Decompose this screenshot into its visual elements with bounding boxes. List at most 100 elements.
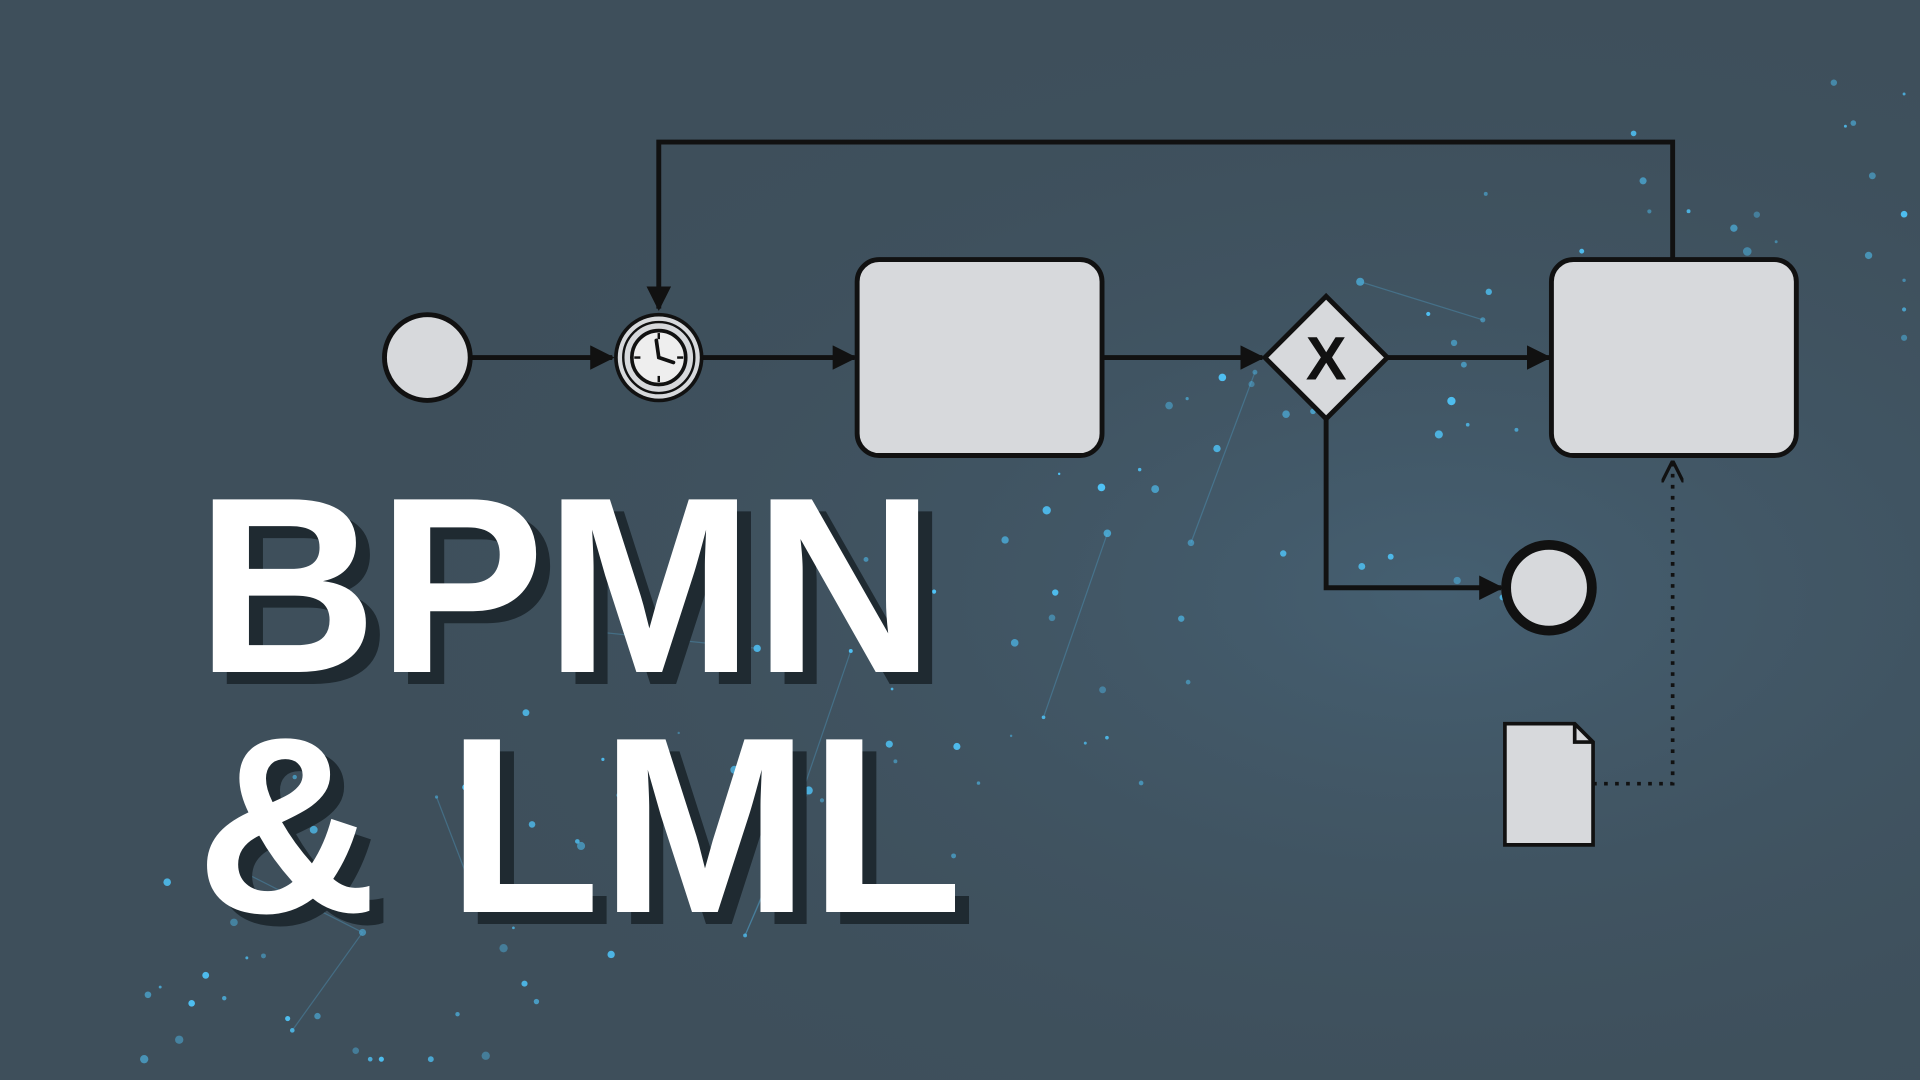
particle-dot (522, 709, 530, 717)
particle-dot (528, 821, 536, 828)
particle-dot (261, 953, 266, 959)
particle-dot (858, 586, 863, 591)
particle-dot (1248, 381, 1255, 388)
particle-dot (677, 731, 680, 735)
particle-dot (499, 943, 508, 953)
particle-dot (1097, 483, 1106, 492)
particle-dot (1387, 553, 1394, 560)
particle-dot (577, 841, 586, 851)
particle-dot (434, 795, 439, 799)
particle-dot (352, 1047, 360, 1055)
exclusive-gateway: X (1261, 292, 1391, 423)
particle-dot (1774, 240, 1778, 244)
particle-dot (297, 872, 304, 879)
particle-dot (640, 862, 649, 870)
particle-dot (1902, 307, 1907, 312)
particle-dot (1900, 210, 1908, 218)
particle-dot (575, 839, 580, 844)
particle-dot (890, 687, 894, 691)
particle-dot (1178, 615, 1185, 622)
particle-dot (1450, 339, 1458, 347)
particle-dot (672, 827, 681, 836)
particle-dot (512, 926, 515, 930)
particle-dot (230, 918, 238, 927)
particle-dot (245, 956, 249, 960)
particle-dot (222, 995, 227, 1001)
particle-dot (1218, 373, 1227, 382)
particle-dot (753, 644, 761, 653)
particle-dot (803, 521, 807, 525)
particle-dot (1453, 576, 1461, 585)
particle-dot (1048, 614, 1056, 622)
particle-dot (1052, 589, 1059, 596)
particle-dot (743, 933, 748, 938)
particle-dot (925, 669, 931, 675)
particle-dot (1426, 311, 1431, 317)
particle-link (224, 862, 363, 933)
particle-dot (1057, 472, 1061, 476)
particle-dot (1864, 251, 1873, 260)
particle-dot (1730, 224, 1738, 232)
end-event (1501, 540, 1597, 636)
particle-dot (1151, 485, 1160, 493)
particle-dot (785, 827, 793, 836)
particle-dot (455, 1011, 460, 1017)
particle-dot (1830, 79, 1838, 86)
particle-dot (1868, 172, 1876, 180)
particle-dot (1213, 444, 1221, 453)
particle-dot (1901, 334, 1908, 341)
start-event (382, 312, 473, 403)
task-1 (854, 257, 1105, 458)
particle-dot (474, 899, 479, 904)
title-line1: BPMN (196, 446, 936, 726)
particle-dot (1514, 427, 1519, 432)
particle-dot (1483, 191, 1488, 196)
particle-dot (309, 825, 318, 834)
particle-dot (378, 1056, 384, 1062)
particle-dot (1009, 734, 1013, 738)
particle-dot (462, 784, 469, 791)
particle-dot (1465, 422, 1470, 427)
particle-dot (607, 950, 615, 959)
particle-dot (1902, 278, 1906, 283)
particle-dot (1630, 130, 1637, 137)
particle-dot (1103, 529, 1112, 538)
particle-dot (1137, 467, 1142, 472)
particle-dot (601, 757, 605, 761)
particle-dot (1356, 277, 1365, 286)
particle-dot (1647, 209, 1652, 214)
particle-dot (427, 1056, 434, 1063)
particle-dot (1185, 679, 1191, 685)
particle-dot (668, 789, 673, 794)
particle-dot (863, 556, 869, 562)
particle-dot (573, 626, 580, 633)
particle-dot (292, 774, 297, 780)
particle-dot (931, 589, 937, 594)
particle-link (435, 796, 478, 902)
timer-event (614, 312, 704, 403)
particle-dot (1105, 735, 1109, 740)
particle-dot (1447, 396, 1456, 406)
particle-dot (1480, 317, 1486, 323)
clock-icon (630, 328, 688, 387)
particle-link (291, 932, 364, 1031)
particle-dot (804, 786, 813, 795)
particle-dot (660, 808, 668, 816)
particle-link (1190, 372, 1256, 544)
particle-dot (885, 740, 893, 748)
particle-dot (951, 853, 957, 859)
particle-link (744, 790, 810, 936)
particle-dot (481, 1051, 490, 1060)
particle-link (781, 790, 810, 827)
particle-dot (1280, 550, 1287, 557)
particle-dot (819, 798, 825, 803)
particle-link (1360, 281, 1483, 321)
particle-dot (358, 928, 367, 936)
particle-dot (175, 1035, 184, 1044)
particle-link (744, 830, 790, 936)
particle-dot (1187, 539, 1195, 547)
particle-dot (1041, 715, 1046, 720)
particle-dot (140, 1055, 149, 1064)
flow-gateway-to-end (1323, 418, 1504, 601)
